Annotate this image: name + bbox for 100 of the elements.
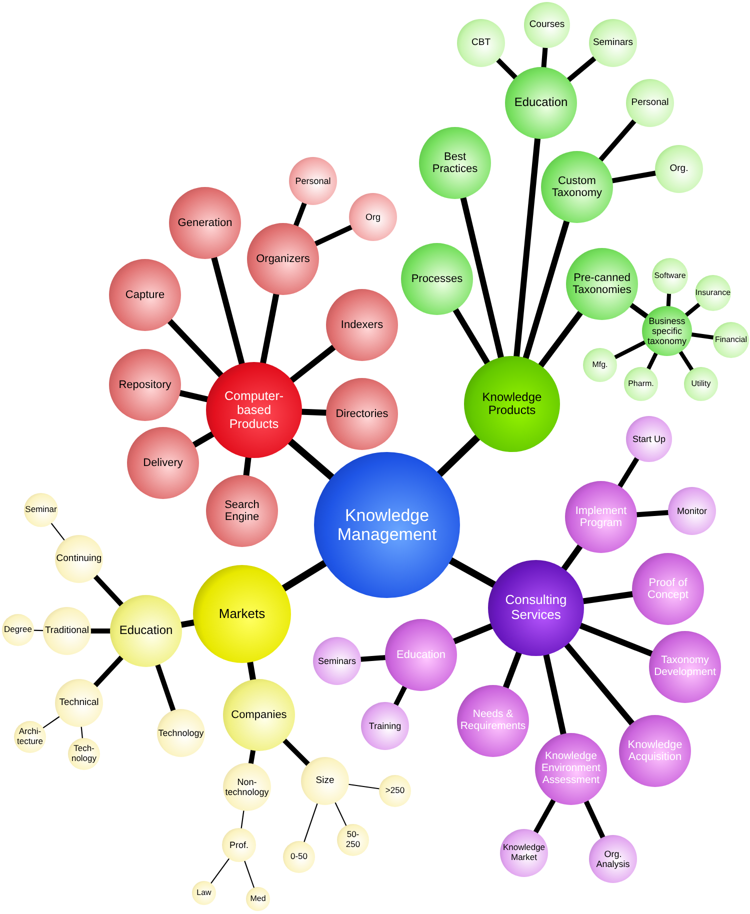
connector-line	[393, 685, 408, 707]
connector-line	[522, 220, 570, 360]
sphere-node	[626, 416, 672, 462]
connector-line	[243, 456, 252, 477]
node-label: Education	[396, 648, 446, 662]
node-label: Search Engine	[224, 498, 260, 524]
connector-line	[281, 560, 328, 592]
node-label: Organizers	[256, 252, 310, 266]
node-label: Companies	[230, 708, 288, 722]
connector-line	[240, 810, 244, 830]
node-label: Personal	[294, 176, 332, 186]
connector-line	[541, 46, 548, 68]
sphere-node	[157, 709, 205, 757]
node-label: Personal	[630, 98, 670, 108]
node-label: Pre-canned Taxonomies	[572, 272, 632, 296]
connector-line	[348, 784, 380, 790]
connector-line	[92, 654, 124, 688]
connector-line	[496, 58, 518, 80]
node-label: Technical	[58, 698, 100, 708]
node-label: Technology	[158, 728, 204, 738]
connector-line	[628, 302, 650, 319]
node-label: Education	[514, 96, 568, 110]
connector-line	[248, 749, 256, 765]
node-label: Size	[315, 776, 335, 786]
sphere-node	[68, 738, 100, 770]
sphere-node	[24, 493, 58, 527]
connector-line	[155, 663, 176, 712]
sphere-node	[505, 67, 577, 139]
sphere-node	[301, 757, 349, 805]
node-label: Org.	[669, 164, 689, 174]
connector-line	[564, 642, 635, 726]
sphere-node	[313, 637, 361, 685]
sphere-node	[192, 881, 216, 905]
node-label: Education	[118, 624, 174, 638]
connector-line	[42, 716, 60, 729]
node-label: Processes	[410, 272, 464, 286]
sphere-node	[223, 763, 271, 811]
node-label: Knowledge Environment Assessment	[541, 751, 601, 787]
connector-line	[538, 310, 584, 368]
sphere-node	[43, 607, 91, 655]
node-label: Best Practices	[432, 150, 478, 176]
connector-line	[666, 292, 672, 308]
connector-line	[448, 556, 497, 588]
node-label: Delivery	[142, 456, 184, 470]
sphere-node	[626, 79, 674, 127]
node-label: Knowledge Acquisition	[627, 738, 683, 764]
connector-line	[560, 544, 584, 572]
connector-line	[646, 352, 658, 371]
sphere-node	[289, 157, 337, 205]
connector-line	[584, 800, 606, 840]
node-label: Needs & Requirements	[460, 709, 526, 733]
node-label: Monitor	[676, 506, 708, 516]
node-label: Repository	[118, 378, 172, 392]
connector-line	[90, 628, 111, 634]
connector-line	[636, 510, 670, 518]
node-label: Mfg.	[592, 360, 608, 370]
connector-line	[314, 224, 354, 246]
sphere-node	[652, 258, 688, 294]
connector-line	[244, 860, 255, 889]
connector-line	[32, 630, 44, 632]
node-label: Start Up	[632, 434, 666, 444]
connector-line	[50, 522, 66, 542]
connector-line	[166, 318, 224, 378]
node-label: Indexers	[340, 318, 384, 332]
sphere-node	[713, 322, 749, 358]
sphere-node	[361, 702, 409, 750]
node-label: Archi-tecture	[16, 727, 44, 747]
node-label: 0-50	[290, 852, 308, 862]
connector-line	[452, 307, 490, 366]
node-label: 50-250	[345, 830, 361, 850]
sphere-node	[337, 824, 369, 856]
connector-line	[289, 344, 336, 384]
node-label: Computer-based Products	[224, 389, 284, 431]
node-label: Tech-nology	[70, 744, 98, 764]
sphere-node	[684, 367, 718, 401]
node-label: Taxonomy Development	[654, 655, 716, 679]
connector-line	[611, 170, 657, 184]
connector-line	[334, 802, 348, 827]
sphere-node	[55, 679, 103, 727]
node-label: Seminar	[24, 505, 58, 515]
sphere-node	[695, 275, 731, 311]
node-label: Org. Analysis	[596, 848, 630, 870]
sphere-node	[524, 2, 570, 48]
node-label: Consulting Services	[504, 593, 568, 623]
node-label: Insurance	[695, 288, 731, 298]
node-label: Utility	[690, 380, 712, 388]
node-label: Pharm.	[628, 380, 654, 388]
connector-line	[613, 340, 646, 360]
node-label: Business specific taxonomy	[646, 316, 688, 346]
node-label: Directories	[335, 408, 389, 420]
connector-line	[502, 650, 522, 690]
sphere-node	[589, 835, 637, 883]
node-label: Non-technology	[224, 776, 270, 798]
connector-line	[180, 619, 196, 628]
connector-line	[578, 622, 654, 657]
connector-line	[543, 653, 566, 736]
sphere-node	[589, 19, 637, 67]
connector-line	[300, 408, 328, 416]
node-label: Med	[250, 894, 266, 904]
node-label: Seminars	[317, 656, 357, 666]
